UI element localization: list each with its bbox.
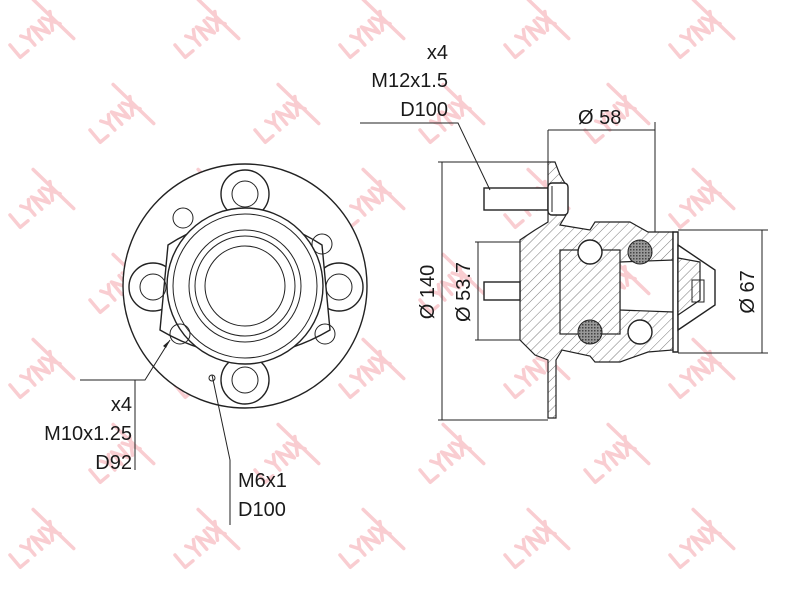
watermark-logo [583, 422, 651, 485]
dimension-lines [360, 122, 768, 421]
side-section-view [360, 122, 768, 421]
watermark-logo [503, 507, 571, 570]
watermark-logo [338, 507, 406, 570]
stud-pcd-label: D100 [400, 99, 448, 121]
stud-holes [139, 180, 353, 394]
watermark-logo [173, 507, 241, 570]
dim-53-7-label: Ø 53.7 [453, 262, 475, 322]
watermark-logo [88, 422, 156, 485]
bolt-pcd-label: D92 [95, 452, 132, 474]
watermark-logo [668, 0, 736, 60]
dim-140-label: Ø 140 [417, 265, 439, 319]
watermark-logo [668, 167, 736, 230]
watermark-logo [338, 0, 406, 60]
watermark-logo [418, 422, 486, 485]
watermark-logo [173, 0, 241, 60]
dim-67-label: Ø 67 [737, 270, 759, 313]
stud-count-label: x4 [427, 42, 448, 64]
bolt-bosses [128, 169, 364, 405]
watermark-logo [668, 507, 736, 570]
watermark-logo [503, 0, 571, 60]
watermark-logo [8, 507, 76, 570]
watermark-logo [418, 82, 486, 145]
watermark-logo [253, 422, 321, 485]
watermark-logo [8, 0, 76, 60]
watermark-logo [668, 337, 736, 400]
bolt-thread-label: M10x1.25 [44, 423, 132, 445]
watermark-logo [253, 82, 321, 145]
watermark-logo [338, 337, 406, 400]
bolt-count-label: x4 [111, 394, 132, 416]
dim-58-label: Ø 58 [578, 107, 621, 129]
watermark-logo [503, 337, 571, 400]
screw-pcd-label: D100 [238, 499, 286, 521]
stud-thread-label: M12x1.5 [371, 70, 448, 92]
watermark-logo [8, 167, 76, 230]
watermark-logo [583, 82, 651, 145]
front-view [80, 163, 368, 525]
watermark-logo [8, 337, 76, 400]
bolt-holes [169, 207, 336, 345]
screw-thread-label: M6x1 [238, 470, 287, 492]
watermark-logo [88, 82, 156, 145]
